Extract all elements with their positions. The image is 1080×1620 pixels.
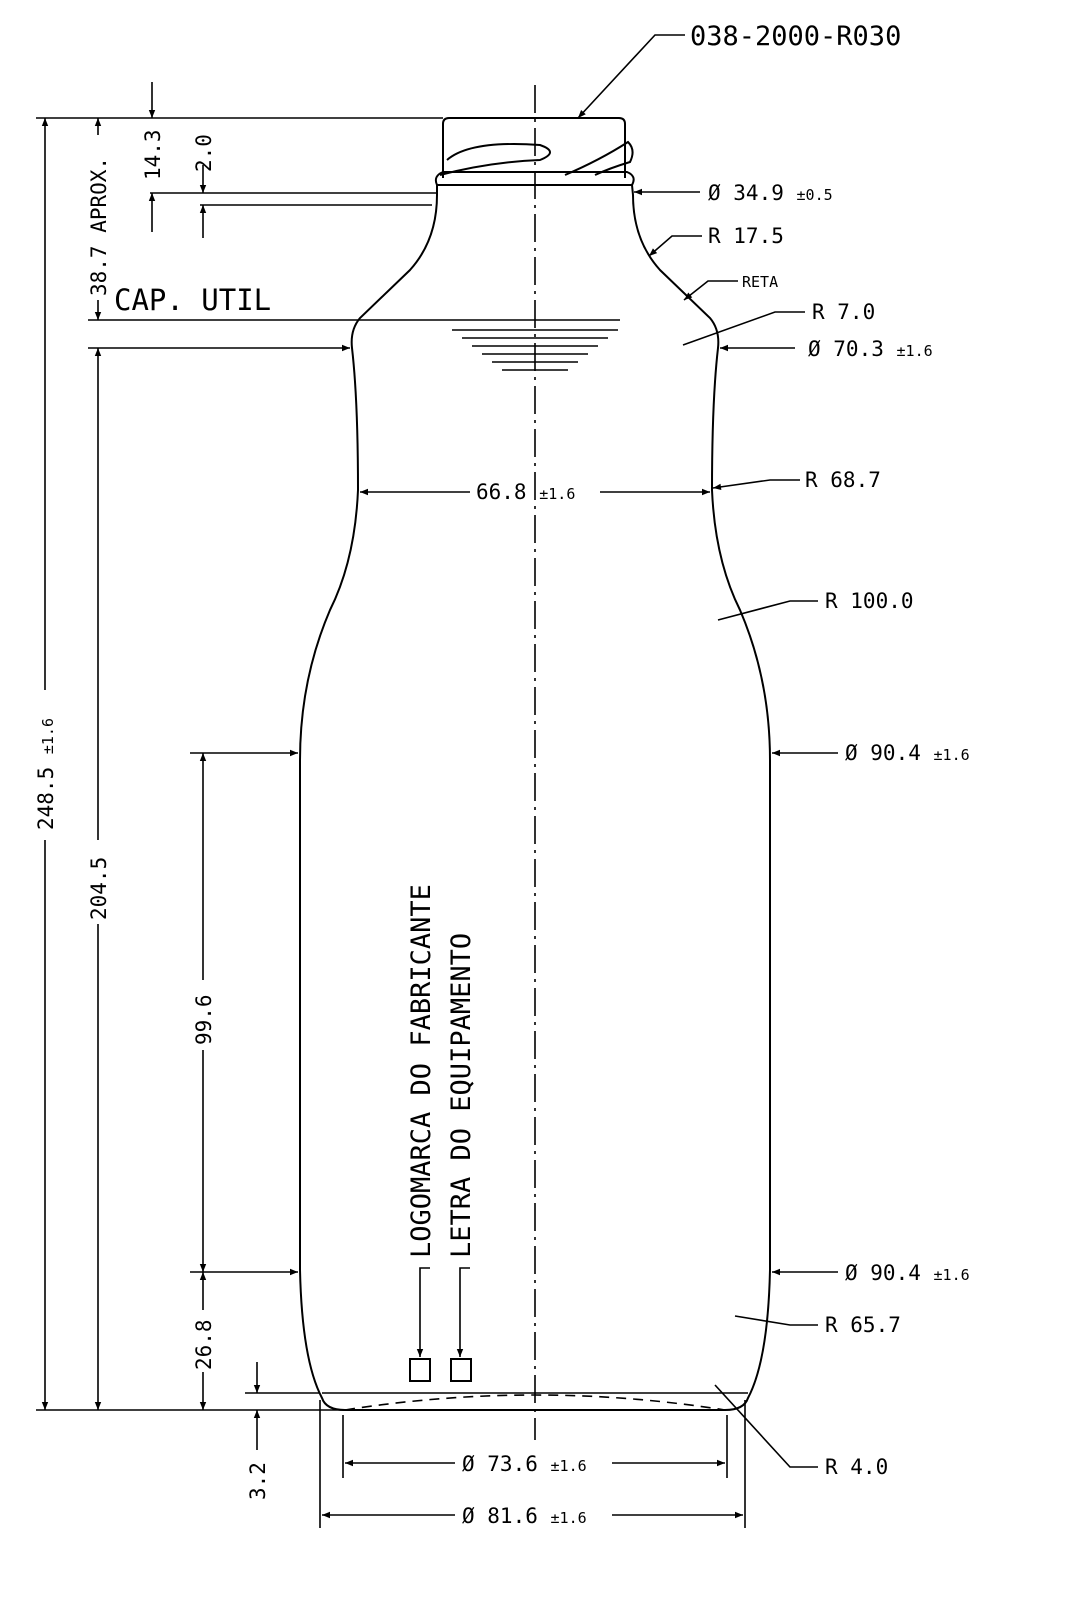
- equipment-letter-box: [450, 1358, 472, 1382]
- radius-7-0: R 7.0: [812, 300, 875, 324]
- label-panel-label: 99.6: [192, 994, 216, 1045]
- capacity-label: CAP. UTIL: [114, 283, 271, 317]
- fill-level-symbol: [452, 329, 618, 371]
- right-leaders: [322, 188, 838, 1519]
- radius-4-0: R 4.0: [825, 1455, 888, 1479]
- heel-height-label: 26.8: [192, 1319, 216, 1370]
- body-upper-diameter-label: Ø 90.4 ±1.6: [845, 741, 970, 765]
- equipment-letter-label: LETRA DO EQUIPAMENTO: [446, 933, 477, 1258]
- base-inner-diameter-label: Ø 73.6 ±1.6: [462, 1452, 587, 1476]
- radius-65-7: R 65.7: [825, 1313, 901, 1337]
- emboss-marks: LOGOMARCA DO FABRICANTE LETRA DO EQUIPAM…: [406, 884, 477, 1382]
- straight-label: RETA: [742, 273, 778, 291]
- extension-lines: [36, 117, 746, 1528]
- radius-100-0: R 100.0: [825, 589, 914, 613]
- radius-68-7: R 68.7: [805, 468, 881, 492]
- base-push-label: 3.2: [246, 1462, 270, 1500]
- shoulder-diameter-label: Ø 70.3 ±1.6: [808, 337, 933, 361]
- base-outer-diameter-label: Ø 81.6 ±1.6: [462, 1504, 587, 1528]
- right-labels: Ø 34.9 ±0.5 R 17.5 RETA R 7.0 Ø 70.3 ±1.…: [462, 181, 970, 1528]
- bottle-outline: [299, 117, 771, 1411]
- radius-17-5: R 17.5: [708, 224, 784, 248]
- part-number-callout: 038-2000-R030: [577, 21, 901, 119]
- manufacturer-logo-box: [409, 1358, 431, 1382]
- vertical-dimension-labels: 248.5 ±1.6 204.5 38.7 APROX. 14.3 2.0 99…: [33, 129, 271, 1500]
- fill-height-label: 38.7 APROX.: [87, 157, 111, 296]
- overall-height-label: 248.5 ±1.6: [34, 718, 58, 830]
- finish-height-label: 14.3: [141, 129, 165, 180]
- manufacturer-logo-label: LOGOMARCA DO FABRICANTE: [406, 884, 437, 1258]
- body-height-label: 204.5: [87, 857, 111, 920]
- body-lower-diameter-label: Ø 90.4 ±1.6: [845, 1261, 970, 1285]
- waist-diameter-label: 66.8 ±1.6: [476, 480, 575, 504]
- neck-ring-label: 2.0: [192, 134, 216, 172]
- finish-diameter-label: Ø 34.9 ±0.5: [708, 181, 833, 205]
- part-number: 038-2000-R030: [690, 21, 901, 52]
